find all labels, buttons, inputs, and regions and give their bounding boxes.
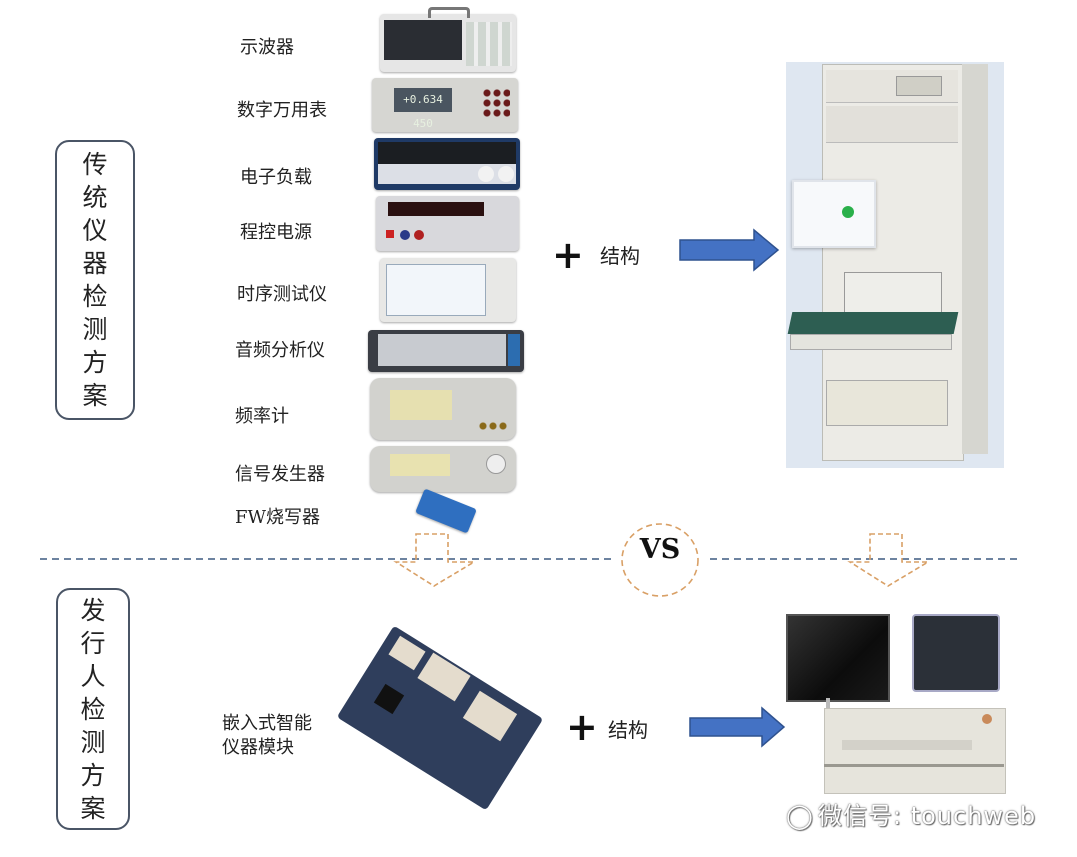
instrument-label-oscilloscope: 示波器: [240, 37, 294, 58]
instrument-label-power-supply: 程控电源: [240, 222, 312, 243]
label-char: 方: [80, 760, 106, 790]
instrument-label-frequency-counter: 频率计: [235, 406, 289, 427]
fw-programmer-image: [415, 488, 477, 534]
wechat-watermark: ◯微信号: touchweb: [786, 796, 1036, 831]
wechat-icon: ◯: [786, 802, 814, 830]
instrument-label-audio-analyzer: 音频分析仪: [235, 340, 325, 361]
instrument-label-fw-programmer: FW烧写器: [235, 507, 320, 528]
test-rack-cabinet-image: [786, 62, 1004, 468]
integrated-tester-image: [786, 610, 1016, 806]
structure-label: 结构: [608, 718, 648, 742]
label-char: 检: [82, 282, 108, 311]
embedded-module-label-line2: 仪器模块: [222, 737, 294, 758]
instrument-label-timing-tester: 时序测试仪: [237, 284, 327, 305]
label-char: 案: [82, 381, 108, 410]
frequency-counter-image: [370, 378, 516, 440]
timing-tester-image: [380, 258, 516, 322]
vs-circle: [621, 523, 699, 597]
oscilloscope-image: [380, 7, 516, 72]
label-char: 案: [80, 793, 106, 823]
embedded-module-label-line1: 嵌入式智能: [222, 713, 312, 734]
down-arrow-left-icon: [393, 533, 477, 587]
label-char: 测: [82, 315, 108, 344]
label-char: 发: [80, 595, 106, 625]
dashed-divider-line: [40, 558, 1020, 560]
label-char: 传: [82, 150, 108, 179]
embedded-module-label: 嵌入式智能 仪器模块: [222, 712, 312, 760]
structure-label: 结构: [600, 244, 640, 268]
label-char: 方: [82, 348, 108, 377]
programmable-power-supply-image: [376, 196, 519, 251]
multimeter-display: +0.634 450: [394, 88, 452, 130]
label-char: 人: [80, 661, 106, 691]
audio-analyzer-image: [368, 330, 524, 372]
label-char: 仪: [82, 216, 108, 245]
instrument-label-multimeter: 数字万用表: [237, 100, 327, 121]
right-arrow-icon: [689, 706, 786, 748]
label-char: 器: [82, 249, 108, 278]
instrument-label-signal-generator: 信号发生器: [235, 464, 325, 485]
plus-sign: +: [552, 233, 584, 277]
down-arrow-right-icon: [847, 533, 931, 587]
label-char: 测: [80, 727, 106, 757]
issuer-scheme-label-box: 发 行 人 检 测 方 案: [56, 588, 130, 830]
signal-generator-image: [370, 446, 516, 492]
embedded-module-board-image: [336, 625, 544, 811]
vs-label: VS: [639, 534, 681, 565]
right-arrow-icon: [679, 228, 780, 272]
label-char: 统: [82, 183, 108, 212]
watermark-text: 微信号: touchweb: [818, 802, 1037, 830]
traditional-scheme-label-box: 传 统 仪 器 检 测 方 案: [55, 140, 135, 420]
label-char: 检: [80, 694, 106, 724]
instrument-label-electronic-load: 电子负载: [240, 167, 312, 188]
electronic-load-image: [374, 138, 520, 190]
multimeter-image: +0.634 450: [372, 78, 518, 132]
label-char: 行: [80, 628, 106, 658]
plus-sign: +: [566, 705, 598, 749]
